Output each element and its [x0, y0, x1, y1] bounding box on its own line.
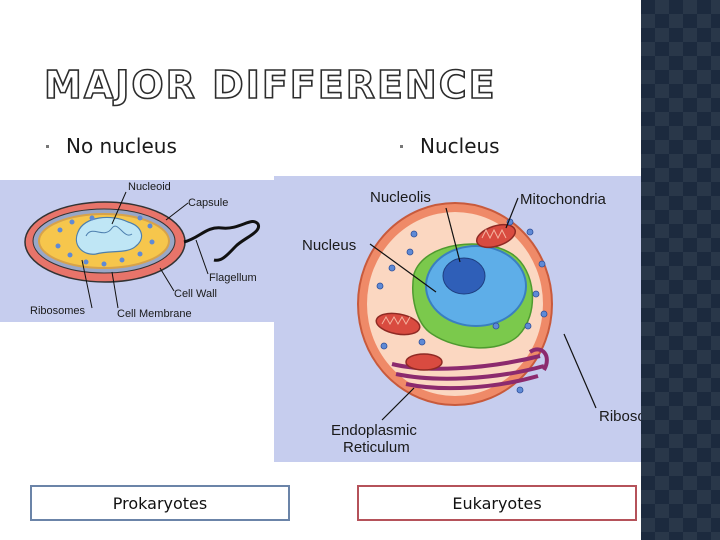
- label-capsule: Capsule: [188, 197, 228, 209]
- eukaryote-leader-lines: [369, 197, 597, 421]
- eukaryote-diagram: Nucleolis Mitochondria Nucleus Ribosomes…: [302, 189, 641, 456]
- prokaryote-nucleoid: [75, 216, 143, 255]
- label-cell-membrane: Cell Membrane: [117, 308, 192, 320]
- label-er-line2: Reticulum: [343, 439, 410, 456]
- eukaryote-nucleolus: [442, 257, 486, 295]
- label-nucleus: Nucleus: [302, 237, 356, 254]
- bullet-text: Nucleus: [420, 134, 500, 158]
- decorative-side-strip: [641, 0, 720, 540]
- prokaryotes-caption: Prokaryotes: [112, 493, 208, 513]
- prokaryotes-caption-box: Prokaryotes: [30, 485, 290, 521]
- label-nucleolis: Nucleolis: [370, 189, 431, 206]
- label-nucleoid: Nucleoid: [128, 181, 171, 193]
- prokaryote-diagram: Nucleoid Capsule Flagellum Cell Wall Rib…: [24, 181, 261, 320]
- prokaryote-leader-lines: [81, 191, 209, 309]
- bullet-no-nucleus: No nucleus: [46, 134, 177, 158]
- slide-title: MAJOR DIFFERENCE: [43, 63, 497, 107]
- bullet-text: No nucleus: [66, 134, 177, 158]
- eukaryotes-caption: Eukaryotes: [452, 493, 542, 513]
- eukaryote-ribosomes: [376, 218, 548, 394]
- bullet-nucleus: Nucleus: [400, 134, 500, 158]
- label-mitochondria: Mitochondria: [520, 191, 607, 208]
- label-cell-wall: Cell Wall: [174, 288, 217, 300]
- label-flagellum: Flagellum: [209, 272, 257, 284]
- bullet-dot: [46, 145, 49, 148]
- label-er-line1: Endoplasmic: [331, 422, 417, 439]
- label-ribosomes-eukaryote-visible: Ribosomes: [599, 408, 641, 425]
- eukaryote-er-purple: [391, 347, 549, 391]
- dna-strand-icon: [85, 225, 133, 237]
- label-ribosomes-prokaryote: Ribosomes: [30, 305, 86, 317]
- prokaryote-flagellum: [183, 220, 261, 262]
- prokaryote-ribosomes: [55, 215, 155, 267]
- bullet-dot: [400, 145, 403, 148]
- eukaryotes-caption-box: Eukaryotes: [357, 485, 637, 521]
- eukaryote-mitochondria: [375, 223, 517, 371]
